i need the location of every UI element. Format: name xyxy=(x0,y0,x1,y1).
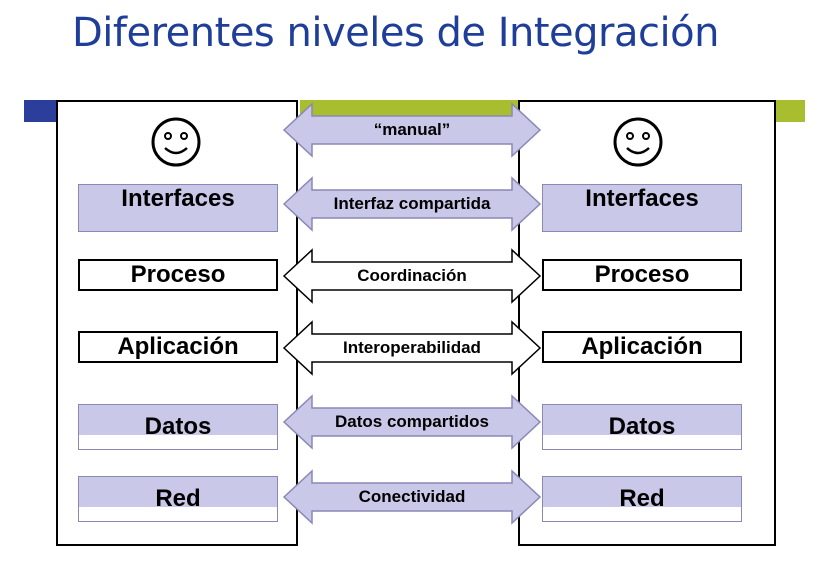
arrow-label: Conectividad xyxy=(358,487,466,506)
right-layer-proceso: Proceso xyxy=(542,259,742,291)
arrow-label: Coordinación xyxy=(357,266,467,285)
smiley-icon xyxy=(613,117,663,167)
arrow-label: “manual” xyxy=(373,120,451,139)
left-layer-aplicacion: Aplicación xyxy=(78,331,278,363)
left-layer-datos: Datos xyxy=(78,404,278,450)
left-system-column xyxy=(56,100,298,546)
arrow-conectividad: Conectividad xyxy=(282,469,542,525)
right-layer-aplicacion: Aplicación xyxy=(542,331,742,363)
arrow-datos-compartidos: Datos compartidos xyxy=(282,394,542,450)
arrow-label: Datos compartidos xyxy=(335,412,489,431)
left-layer-proceso: Proceso xyxy=(78,259,278,291)
right-layer-interfaces: Interfaces xyxy=(542,184,742,232)
smiley-icon xyxy=(151,117,201,167)
right-layer-red: Red xyxy=(542,476,742,522)
arrow-label: Interfaz compartida xyxy=(333,194,491,213)
arrow-label: Interoperabilidad xyxy=(343,338,481,357)
left-layer-red: Red xyxy=(78,476,278,522)
arrow-interoperabilidad: Interoperabilidad xyxy=(282,320,542,376)
right-layer-datos: Datos xyxy=(542,404,742,450)
arrow-manual: “manual” xyxy=(282,102,542,158)
arrow-coordinacion: Coordinación xyxy=(282,248,542,304)
arrow-interfaz-compartida: Interfaz compartida xyxy=(282,176,542,232)
accent-bar-blue xyxy=(24,100,58,122)
right-system-column xyxy=(518,100,776,546)
left-layer-interfaces: Interfaces xyxy=(78,184,278,232)
slide-title: Diferentes niveles de Integración xyxy=(72,10,719,56)
